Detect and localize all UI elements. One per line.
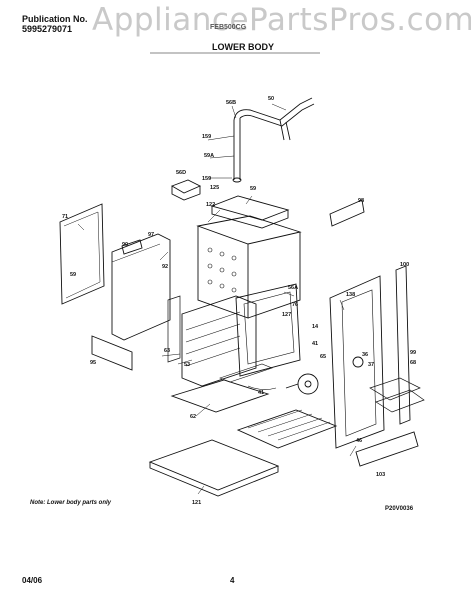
callout-59a: 59A [204,153,214,159]
callout-122: 122 [206,202,215,208]
callout-127: 127 [282,312,291,318]
callout-36: 36 [362,352,368,358]
right-side-rail[interactable] [395,265,411,425]
callout-62: 62 [190,414,196,420]
bottom-bracket[interactable] [91,335,133,371]
heating-element[interactable] [219,363,277,390]
callout-100: 100 [400,262,409,268]
callout-63: 63 [164,348,170,354]
callout-41: 41 [312,341,318,347]
bake-element[interactable] [352,356,425,413]
callout-53: 53 [184,362,190,368]
section-title: LOWER BODY [212,42,274,52]
mounting-bracket[interactable] [121,239,143,255]
leader-lines [77,103,357,495]
callout-90: 90 [122,242,128,248]
callout-37: 37 [368,362,374,368]
callout-71: 71 [62,214,68,220]
callout-65: 65 [320,354,326,360]
oven-rack[interactable] [236,409,338,449]
oven-cavity[interactable] [167,295,257,387]
callout-121: 121 [192,500,201,506]
bottom-trim[interactable] [355,431,419,467]
insulation-pad[interactable] [170,179,202,201]
thermostat[interactable] [285,373,319,395]
callout-59: 59 [250,186,256,192]
callout-159: 159 [202,176,211,182]
callout-41: 41 [258,390,264,396]
callout-125: 125 [210,185,219,191]
callout-56b: 56B [226,100,236,106]
publication-label: Publication No. [22,14,88,24]
callout-138: 138 [346,292,355,298]
broiler-pan[interactable] [148,439,280,497]
revision-date: 04/06 [22,576,43,585]
figure-code: P20V0036 [385,506,414,512]
watermark: AppliancePartsPros.com [92,2,471,38]
front-frame[interactable] [329,275,385,449]
callout-59: 59 [70,272,76,278]
callout-92: 92 [162,264,168,270]
callout-99: 99 [410,350,416,356]
callout-159: 159 [202,134,211,140]
oven-liner-box[interactable] [196,215,302,319]
callout-68: 68 [410,360,416,366]
model-number: FEB500CG [210,24,247,31]
callout-103: 103 [376,472,385,478]
callout-76: 76 [292,302,298,308]
vent-duct[interactable] [232,97,315,183]
callout-46: 46 [356,438,362,444]
callout-56d: 56D [176,170,186,176]
callout-95: 95 [90,360,96,366]
door-frame[interactable] [235,283,301,377]
top-right-bracket[interactable] [329,199,365,227]
rear-wrapper[interactable] [111,233,171,341]
callout-98: 98 [358,198,364,204]
top-plate[interactable] [210,195,290,229]
callout-56a: 56A [288,285,298,291]
publication-number: 5995279071 [22,24,73,34]
bottom-plate[interactable] [170,379,270,413]
diagram-note: Note: Lower body parts only [30,500,112,506]
callout-97: 97 [148,232,154,238]
callout-labels: 50 56B 159 59A 159 56D 125 59 122 98 71 … [62,96,416,506]
callout-14: 14 [312,324,319,330]
callout-50: 50 [268,96,274,102]
left-side-panel[interactable] [59,203,105,305]
page-number: 4 [230,576,235,585]
